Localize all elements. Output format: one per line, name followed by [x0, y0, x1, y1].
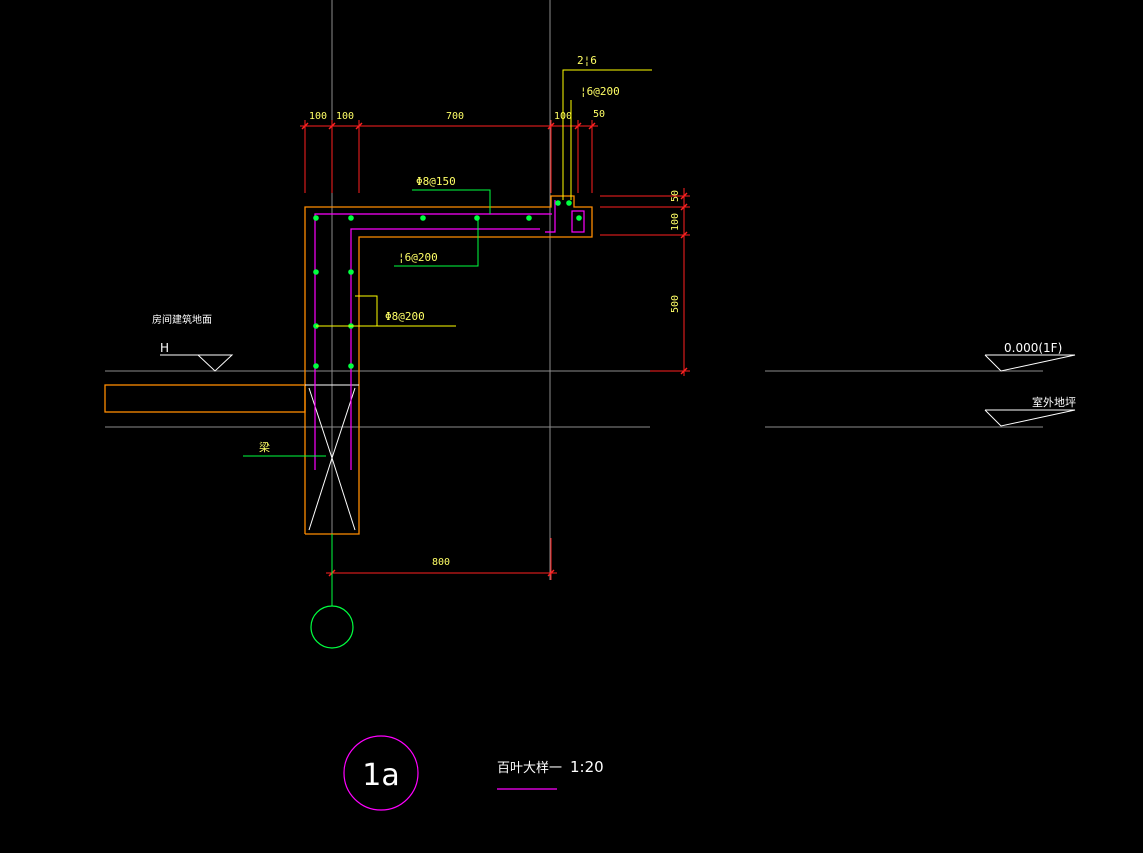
elevation-triangle-h: [160, 354, 234, 372]
rebar-inner: [350, 228, 540, 470]
dim-top-3: 700: [446, 111, 464, 122]
dim-top-1: 100: [309, 111, 327, 122]
tick: [680, 192, 688, 200]
detail-number: 1a: [362, 758, 399, 793]
detail-scale: 1:20: [570, 758, 604, 776]
dim-right-1: 50: [670, 190, 681, 202]
tick: [680, 231, 688, 239]
dim-top-5: 50: [593, 109, 605, 120]
leader-lines: [243, 69, 652, 457]
tick: [547, 122, 555, 130]
rebar-dots: [313, 200, 582, 369]
tick: [328, 122, 336, 130]
leader-2b6: [562, 69, 652, 200]
elevation-triangle-outdoor: [984, 409, 1076, 427]
elevation-markers: [160, 354, 1076, 427]
bar-dot: [555, 200, 561, 206]
dimension-texts: 100 100 700 100 50 50 100 500 800: [309, 109, 681, 568]
rebar-outer: [314, 213, 552, 470]
elevation-h-label: H: [160, 341, 169, 355]
bar-dot: [526, 215, 532, 221]
tick: [588, 122, 596, 130]
dim-right-3: 500: [670, 295, 681, 313]
axis-lines: [105, 0, 1043, 580]
bar-dot: [420, 215, 426, 221]
rebar-hook-right: [545, 200, 556, 233]
dim-top-2: 100: [336, 111, 354, 122]
rebar-stirrup-end: [571, 210, 585, 233]
bar-dot: [313, 363, 319, 369]
tick: [547, 569, 555, 577]
label-b6-200-mid: ¦6@200: [398, 251, 438, 264]
bar-dot: [474, 215, 480, 221]
tick: [680, 367, 688, 375]
beam-cross-a: [308, 387, 333, 459]
detail-caption: 百叶大样一: [497, 761, 562, 776]
leader-phi8-200: [355, 295, 456, 327]
bar-dot: [313, 215, 319, 221]
room-floor-label: 房间建筑地面: [152, 313, 212, 326]
elevation-triangle-0: [984, 354, 1076, 372]
floor-slab: [104, 384, 306, 413]
bar-dot: [348, 269, 354, 275]
beam-cross-c: [308, 457, 333, 531]
tick: [574, 122, 582, 130]
leader-phi8-150: [412, 189, 491, 214]
label-2b6: 2¦6: [577, 54, 597, 67]
detail-number-circle: [343, 735, 419, 811]
bar-dot: [348, 215, 354, 221]
tick: [680, 203, 688, 211]
bar-dot: [313, 269, 319, 275]
bar-dot: [566, 200, 572, 206]
outdoor-ground-label: 室外地坪: [1032, 395, 1076, 409]
rebar-lines: [314, 200, 585, 470]
beam-cross-d: [331, 457, 356, 531]
bar-dot: [576, 215, 582, 221]
beam-label: 梁: [259, 440, 270, 454]
concrete-outline: [104, 195, 593, 535]
tick: [301, 122, 309, 130]
rebar-labels: 2¦6 ¦6@200 Φ8@150 ¦6@200 Φ8@200: [385, 54, 620, 323]
louver-section-outline: [304, 195, 593, 535]
elevation-texts: 房间建筑地面 H 0.000(1F) 室外地坪: [152, 313, 1076, 409]
label-phi8-200: Φ8@200: [385, 310, 425, 323]
leader-b6-mid: [394, 218, 479, 267]
tick: [355, 122, 363, 130]
dimension-ticks: [301, 122, 688, 577]
bar-dot: [348, 363, 354, 369]
label-b6-200-top: ¦6@200: [580, 85, 620, 98]
beam-section: [305, 384, 359, 531]
dim-bottom: 800: [432, 557, 450, 568]
elevation-0-label: 0.000(1F): [1004, 341, 1062, 355]
axis-bubble: [310, 605, 354, 649]
dim-right-2: 100: [670, 213, 681, 231]
label-phi8-150: Φ8@150: [416, 175, 456, 188]
